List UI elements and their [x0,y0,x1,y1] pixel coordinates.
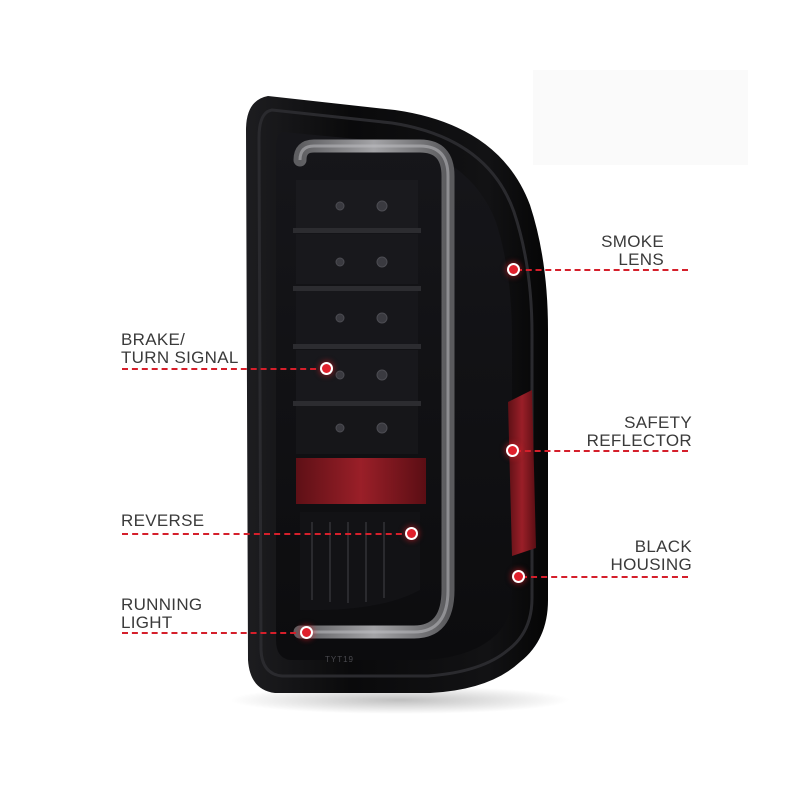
label-brake-turn-signal: BRAKE/ TURN SIGNAL [121,331,261,367]
label-black-housing-line2: HOUSING [610,555,692,574]
callout-dot-black-housing [514,572,523,581]
callout-line-running-light [122,632,306,634]
label-reverse: REVERSE [121,512,241,530]
label-running-light: RUNNING LIGHT [121,596,241,632]
label-brake-turn-signal-line1: BRAKE/ [121,330,186,349]
label-running-light-line2: LIGHT [121,613,173,632]
callout-dot-reverse [407,529,416,538]
label-smoke-lens-line2: LENS [618,250,664,269]
safety-reflector-shape [508,390,536,556]
lens-print: TYT19 [325,655,354,664]
callout-line-safety-reflector [515,450,688,452]
callout-dot-running-light [302,628,311,637]
label-safety-reflector: SAFETY REFLECTOR [560,414,692,450]
label-black-housing-line1: BLACK [634,537,692,556]
callout-line-black-housing [521,576,688,578]
led-chambers [296,180,418,454]
label-reverse-line1: REVERSE [121,511,205,530]
label-safety-reflector-line1: SAFETY [624,413,692,432]
label-running-light-line1: RUNNING [121,595,203,614]
red-reflector-strip [296,458,426,504]
callout-dot-brake-turn-signal [322,364,331,373]
label-black-housing: BLACK HOUSING [570,538,692,574]
label-safety-reflector-line2: REFLECTOR [586,431,692,450]
callout-dot-smoke-lens [509,265,518,274]
callout-line-brake-turn-signal [122,368,326,370]
led-bulbs [335,200,388,434]
callout-line-smoke-lens [516,269,688,271]
callout-line-reverse [122,533,412,535]
label-smoke-lens-line1: SMOKE [601,232,664,251]
label-brake-turn-signal-line2: TURN SIGNAL [121,348,239,367]
callout-dot-safety-reflector [508,446,517,455]
reverse-chamber [300,512,420,611]
led-slats [293,228,421,406]
label-smoke-lens: SMOKE LENS [560,233,664,269]
